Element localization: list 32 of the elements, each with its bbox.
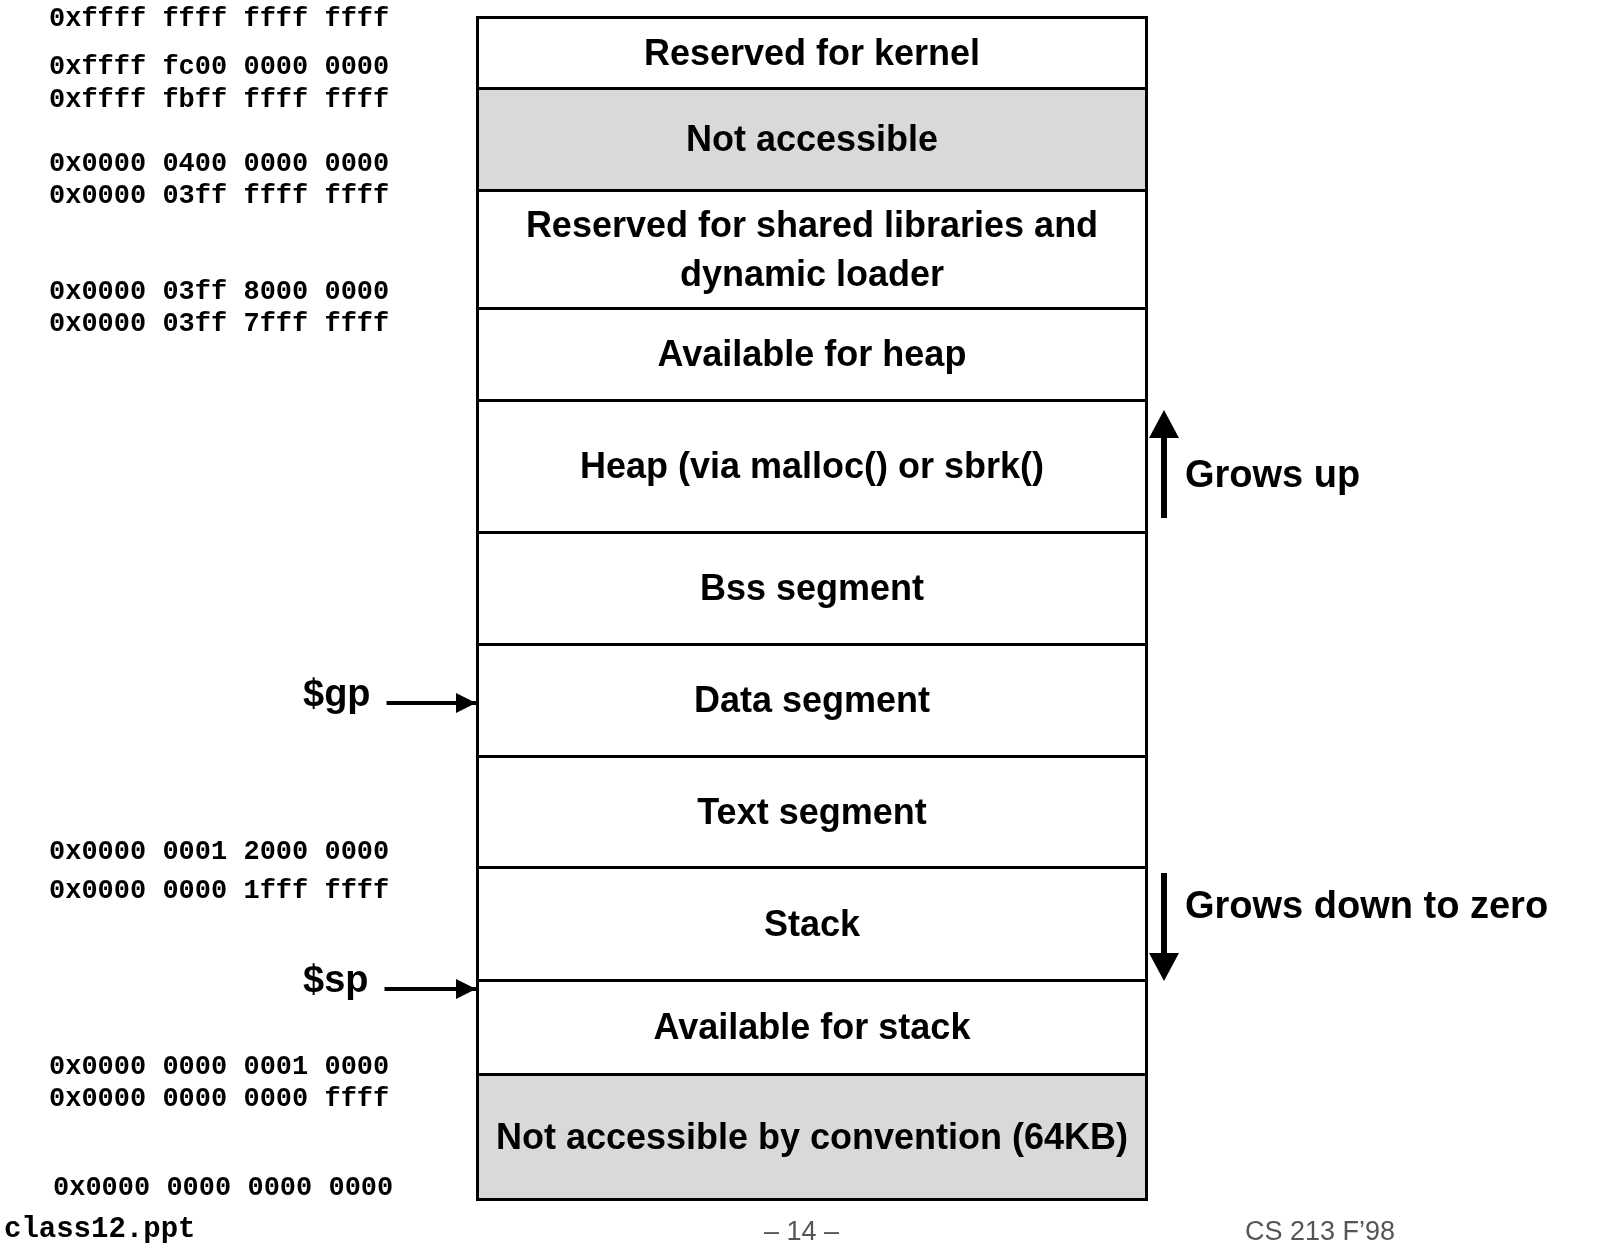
memory-address: 0xffff fc00 0000 0000 [49,52,390,82]
memory-address: 0x0000 03ff 7fff ffff [49,309,390,339]
memory-address: 0x0000 0400 0000 0000 [49,149,390,179]
growth-note: Grows up [1185,452,1361,496]
footer-text: – 14 – [764,1216,840,1243]
memory-segment-box: Available for stack [476,979,1148,1076]
memory-address: 0xffff fbff ffff ffff [49,85,390,115]
file-name: class12.ppt [4,1213,196,1243]
memory-segment-box: Available for heap [476,307,1148,402]
memory-address: 0x0000 0000 0001 0000 [49,1052,390,1082]
memory-address: 0x0000 03ff ffff ffff [49,181,390,211]
arrow [384,979,476,999]
memory-segment-box: Reserved for shared libraries and dynamic loader [476,189,1148,310]
memory-segment-box: Data segment [476,643,1148,758]
register-label: $gp [303,674,371,712]
memory-segment-box: Heap (via malloc() or sbrk() [476,399,1148,534]
memory-segment-box: Stack [476,866,1148,982]
register-label: $sp [303,960,369,998]
memory-segment-box: Not accessible [476,87,1148,192]
growth-note: Grows down to zero [1185,883,1549,927]
memory-segment-box: Not accessible by convention (64KB) [476,1073,1148,1201]
memory-address: 0x0000 0001 2000 0000 [49,837,390,867]
memory-address: 0xffff ffff ffff ffff [49,4,390,34]
memory-address: 0x0000 0000 0000 ffff [49,1084,390,1114]
memory-segment-box: Bss segment [476,531,1148,646]
arrow [386,693,476,713]
memory-address: 0x0000 0000 0000 0000 [53,1173,394,1203]
memory-segment-box: Reserved for kernel [476,16,1148,90]
footer-text: CS 213 F’98 [1245,1216,1396,1243]
memory-address: 0x0000 0000 1fff ffff [49,876,390,906]
memory-address: 0x0000 03ff 8000 0000 [49,277,390,307]
memory-segment-box: Text segment [476,755,1148,869]
